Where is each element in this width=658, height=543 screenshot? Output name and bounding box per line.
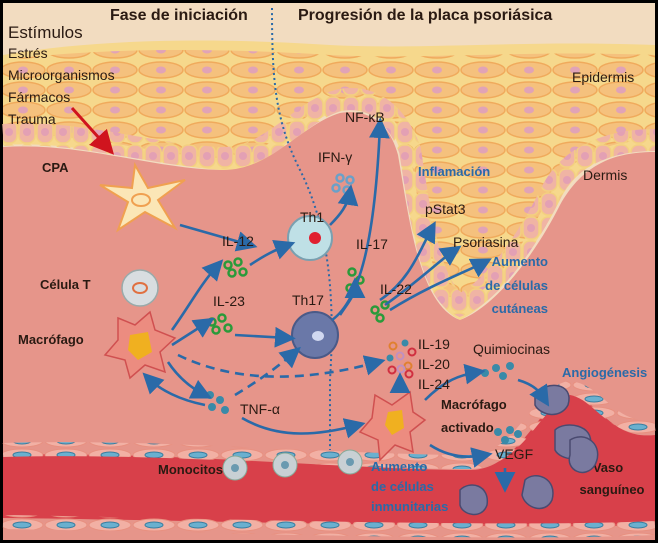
label-activated-macrophage: activado	[441, 420, 494, 435]
stimulus-item: Microorganismos	[8, 67, 115, 83]
label-nfkb: NF-κB	[345, 109, 385, 125]
stimulus-item: Estrés	[8, 45, 48, 61]
label-il19: IL-19	[418, 336, 450, 352]
stimulus-item: Fármacos	[8, 89, 70, 105]
label-skin-cells: Aumento	[492, 254, 548, 269]
il12-dots	[223, 257, 248, 278]
label-il23: IL-23	[213, 293, 245, 309]
label-cpa: CPA	[42, 160, 69, 175]
label-angiogenesis: Angiogénesis	[562, 365, 647, 380]
t-cell	[121, 269, 159, 307]
label-psoriasin: Psoriasina	[453, 234, 519, 250]
label-skin-cells: cutáneas	[492, 301, 548, 316]
stimulus-item: Trauma	[8, 111, 56, 127]
label-macrophage: Macrófago	[18, 332, 84, 347]
label-il22: IL-22	[380, 281, 412, 297]
label-t-cell: Célula T	[40, 277, 91, 292]
label-il17: IL-17	[356, 236, 388, 252]
stimuli-heading: Estímulos	[8, 23, 83, 42]
label-dermis: Dermis	[583, 167, 627, 183]
label-chemokines: Quimiocinas	[473, 341, 550, 357]
dendritic-cell	[99, 161, 186, 233]
label-vegf: VEGF	[495, 446, 533, 462]
angiogenesis-sprouts	[459, 384, 599, 516]
label-pstat3: pStat3	[425, 201, 466, 217]
label-il24: IL-24	[418, 376, 450, 392]
monocytes	[222, 449, 363, 481]
vegf-dots	[494, 426, 522, 444]
label-activated-macrophage: Macrófago	[441, 397, 507, 412]
label-skin-cells: de células	[485, 278, 548, 293]
label-th17: Th17	[292, 292, 324, 308]
label-vessel: Vaso	[593, 460, 623, 475]
label-immune-cells: inmunitarias	[371, 499, 448, 514]
label-inflammation: Inflamación	[418, 164, 490, 179]
label-epidermis: Epidermis	[572, 69, 634, 85]
label-immune-cells: de células	[371, 479, 434, 494]
label-vessel: sanguíneo	[579, 482, 644, 497]
stimulus-arrow	[70, 106, 115, 155]
label-il20: IL-20	[418, 356, 450, 372]
label-ifn: IFN-γ	[318, 149, 352, 165]
label-tnf: TNF-α	[240, 401, 280, 417]
title-initiation: Fase de iniciación	[110, 7, 248, 24]
blood-vessel	[3, 395, 655, 527]
label-th1: Th1	[300, 209, 324, 225]
label-monocytes: Monocitos	[158, 462, 223, 477]
title-progression: Progresión de la placa psoriásica	[298, 7, 552, 24]
label-immune-cells: Aumento	[371, 459, 427, 474]
label-il12: IL-12	[222, 233, 254, 249]
